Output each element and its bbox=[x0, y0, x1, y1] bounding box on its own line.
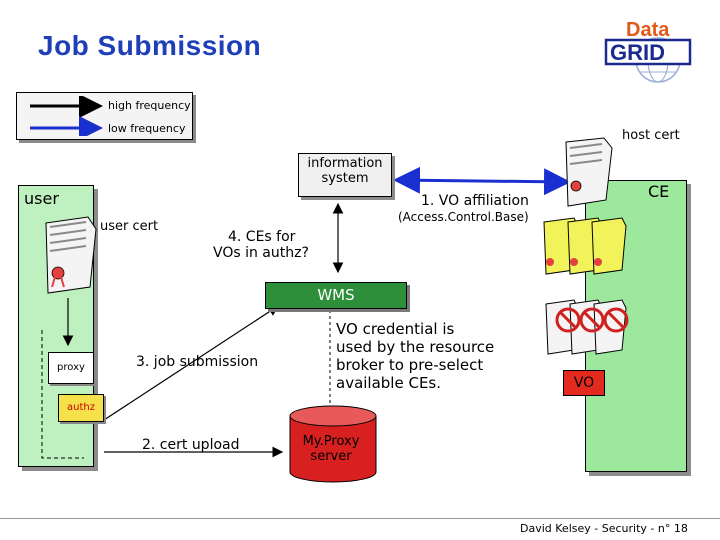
legend-arrows bbox=[30, 96, 103, 136]
note-line2: used by the resource bbox=[336, 338, 495, 356]
datagrid-logo: Data GRID bbox=[604, 19, 692, 83]
note-line3: broker to pre-select bbox=[336, 356, 484, 374]
wms-box: WMS bbox=[265, 282, 407, 309]
information-system-box: information system bbox=[298, 153, 392, 197]
step-cert-upload: 2. cert upload bbox=[142, 437, 240, 453]
legend-high-frequency: high frequency bbox=[108, 99, 191, 112]
footer-divider bbox=[0, 518, 720, 519]
information-system-line1: information bbox=[307, 156, 383, 171]
svg-text:Data: Data bbox=[626, 19, 670, 41]
proxy-box: proxy bbox=[48, 352, 94, 384]
step-job-submission: 3. job submission bbox=[136, 354, 259, 370]
ce-denied-cert-stack-icon bbox=[545, 299, 629, 355]
host-cert-label: host cert bbox=[622, 128, 680, 143]
user-cert-label: user cert bbox=[100, 219, 159, 234]
step-ces-line1: 4. CEs for bbox=[228, 229, 296, 245]
footer-text: David Kelsey - Security - n° 18 bbox=[520, 522, 688, 535]
legend bbox=[16, 92, 193, 140]
information-system-line2: system bbox=[321, 171, 369, 186]
myproxy-line1: My.Proxy bbox=[302, 434, 360, 449]
user-label: user bbox=[24, 189, 59, 208]
myproxy-label: My.Proxy server bbox=[300, 434, 362, 464]
user-cert-icon bbox=[45, 216, 97, 294]
ce-cert-stack-icon bbox=[543, 217, 627, 275]
svg-text:GRID: GRID bbox=[610, 40, 665, 65]
authz-box: authz bbox=[58, 394, 104, 422]
vo-box: VO bbox=[563, 370, 605, 396]
ce-label: CE bbox=[648, 182, 670, 201]
host-cert-icon bbox=[565, 137, 613, 207]
vo-credential-note: VO credential is used by the resource br… bbox=[336, 320, 494, 392]
step-ces-line2: VOs in authz? bbox=[213, 245, 309, 261]
access-control-base-label: (Access.Control.Base) bbox=[398, 210, 529, 224]
myproxy-line2: server bbox=[310, 449, 352, 464]
page-title: Job Submission bbox=[38, 30, 262, 61]
note-line4: available CEs. bbox=[336, 374, 442, 392]
legend-low-frequency: low frequency bbox=[108, 122, 186, 135]
note-line1: VO credential is bbox=[336, 320, 455, 338]
step-vo-affiliation: 1. VO affiliation bbox=[421, 193, 529, 209]
myproxy-server-icon bbox=[289, 405, 377, 483]
